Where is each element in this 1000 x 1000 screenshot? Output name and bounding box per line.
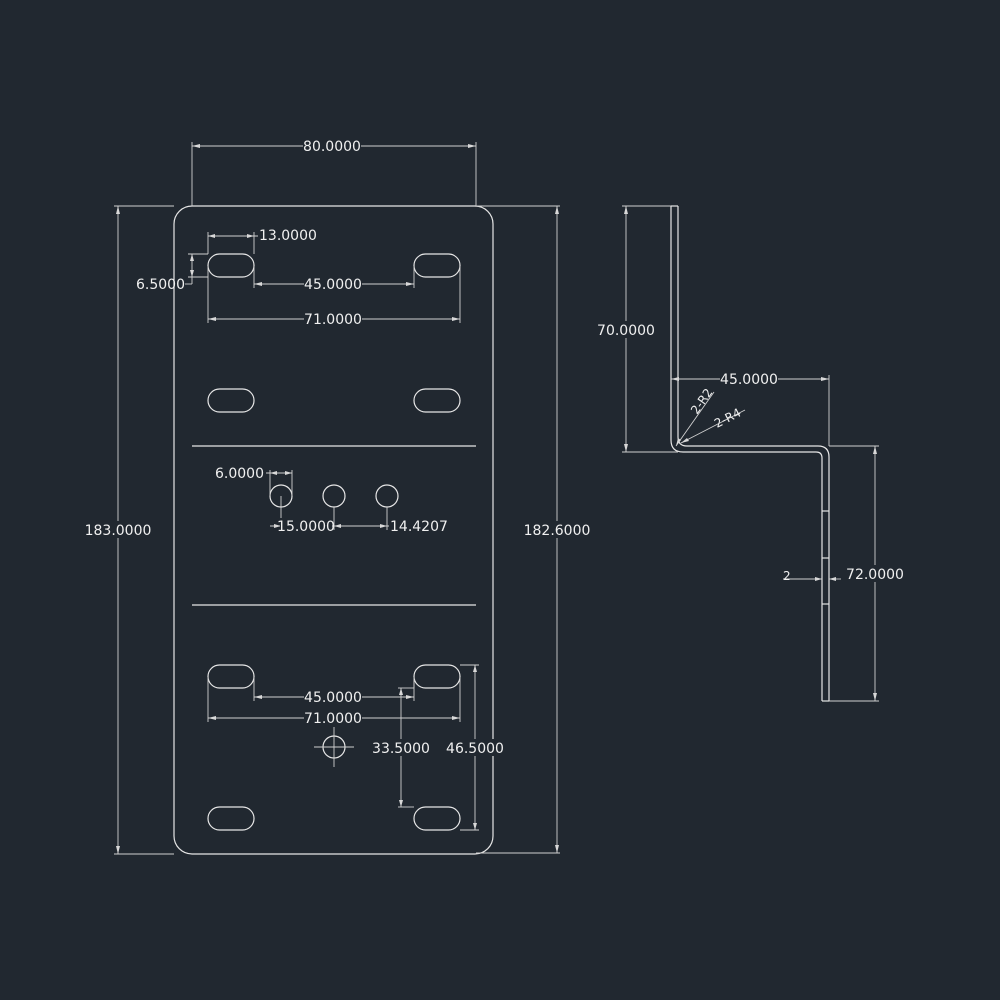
slot-bottom-left [207,806,255,831]
dim-slot-spacing-bottom: 45.0000 [304,690,362,706]
arrowhead [624,444,628,452]
label-mask [304,689,362,705]
arrowhead [192,144,200,148]
label-mask [304,276,362,292]
slot-second-left [207,388,255,413]
dim-slot-length: 13.0000 [259,228,317,244]
arrowhead [208,716,216,720]
dim-offset-width: 45.0000 [720,372,778,388]
arrowhead [671,377,679,381]
dim-slot-width: 6.5000 [136,277,185,293]
slot-lower-left [207,664,255,689]
label-mask [389,518,445,534]
radius-leader [675,391,715,447]
slot-top-left [207,253,255,278]
arrowhead [270,471,277,475]
arrowhead [452,716,460,720]
arrowhead [873,446,877,454]
front-view: 80.0000 183.0000 182.6000 13.0000 6.5000 [85,138,591,855]
dim-hole-pitch-2: 14.4207 [390,519,448,535]
slot-lower-right [413,664,461,689]
dim-slot-vertical-inner: 33.5000 [372,741,430,757]
dim-thickness: 2 [783,569,791,583]
arrowhead [285,471,292,475]
side-view: 70.0000 45.0000 2-R2 2-R4 2 72.0000 [596,205,905,702]
radius-leader [680,409,746,444]
dim-hole-pitch-1: 15.0000 [277,519,335,535]
plate-outline [173,205,494,855]
arrowhead [254,695,262,699]
dim-slot-span-bottom: 71.0000 [304,711,362,727]
arrowhead [624,206,628,214]
dim-overall-width: 80.0000 [303,139,361,155]
dim-upper-leg-height: 70.0000 [597,323,655,339]
label-mask [446,739,504,756]
arrowhead [555,845,559,853]
arrowhead [452,317,460,321]
dim-hole-diameter: 6.0000 [215,466,264,482]
arrowhead [873,693,877,701]
arrowhead [815,577,822,581]
arrowhead [190,270,194,277]
label-mask [304,311,362,327]
label-mask [525,521,589,538]
arrowhead [681,438,689,443]
dim-lower-leg-height: 72.0000 [846,567,904,583]
dim-slot-vertical-outer: 46.5000 [446,741,504,757]
arrowhead [399,688,403,695]
arrowhead [380,524,387,528]
label-mask [372,739,430,756]
label-mask [720,371,778,387]
label-mask [304,710,362,726]
label-mask [280,518,332,534]
arrowhead [473,665,477,672]
dim-overall-height-left: 183.0000 [85,523,152,539]
label-mask [845,565,905,582]
arrowhead [406,282,414,286]
label-mask [86,521,150,538]
arrowhead [555,206,559,214]
arrowhead [399,800,403,807]
arrowhead [406,695,414,699]
label-mask [596,321,656,338]
arrowhead [473,823,477,830]
arrowhead [829,577,836,581]
arrowhead [247,234,254,238]
arrowhead [190,254,194,261]
arrowhead [821,377,829,381]
arrowhead [116,846,120,854]
arrowhead [116,206,120,214]
slot-second-right [413,388,461,413]
arrowhead [468,144,476,148]
dim-slot-span-top: 71.0000 [304,312,362,328]
arrowhead [208,317,216,321]
arrowhead [254,282,262,286]
arrowhead [208,234,215,238]
slot-bottom-right [413,806,461,831]
dim-slot-spacing-top: 45.0000 [304,277,362,293]
label-mask [303,138,361,154]
arrowhead [676,438,681,446]
slot-top-right [413,253,461,278]
arrowhead [274,524,281,528]
dim-overall-height-right: 182.6000 [524,523,591,539]
arrowhead [334,524,341,528]
profile-inner-edge [670,206,823,701]
